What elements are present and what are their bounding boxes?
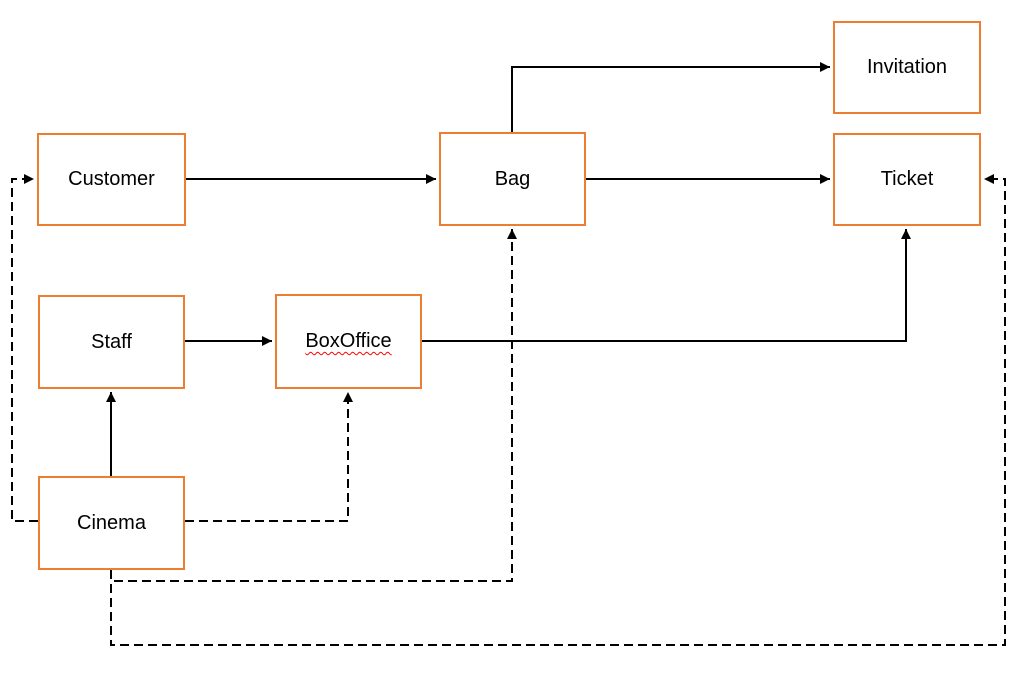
node-label-boxoffice: BoxOffice bbox=[305, 330, 392, 352]
node-label-customer: Customer bbox=[68, 168, 155, 190]
edge-cinema-to-customer bbox=[11, 174, 38, 522]
node-label-bag: Bag bbox=[494, 167, 531, 190]
node-label-invitation: Invitation bbox=[866, 56, 948, 78]
edge-cinema-to-ticket bbox=[110, 174, 1006, 646]
edge-cinema-to-boxoffice bbox=[185, 392, 353, 522]
node-invitation: Invitation bbox=[833, 21, 981, 114]
node-ticket: Ticket bbox=[833, 133, 981, 226]
node-cinema: Cinema bbox=[38, 476, 185, 570]
node-label-cinema: Cinema bbox=[77, 511, 146, 534]
node-bag: Bag bbox=[439, 132, 586, 226]
node-staff: Staff bbox=[38, 295, 185, 389]
node-boxoffice: BoxOffice bbox=[275, 294, 422, 389]
node-label-staff: Staff bbox=[91, 330, 132, 353]
edge-bag-to-invitation bbox=[511, 62, 830, 132]
node-customer: Customer bbox=[37, 133, 186, 226]
edge-boxoffice-to-ticket bbox=[422, 229, 911, 342]
node-label-ticket: Ticket bbox=[880, 168, 934, 190]
